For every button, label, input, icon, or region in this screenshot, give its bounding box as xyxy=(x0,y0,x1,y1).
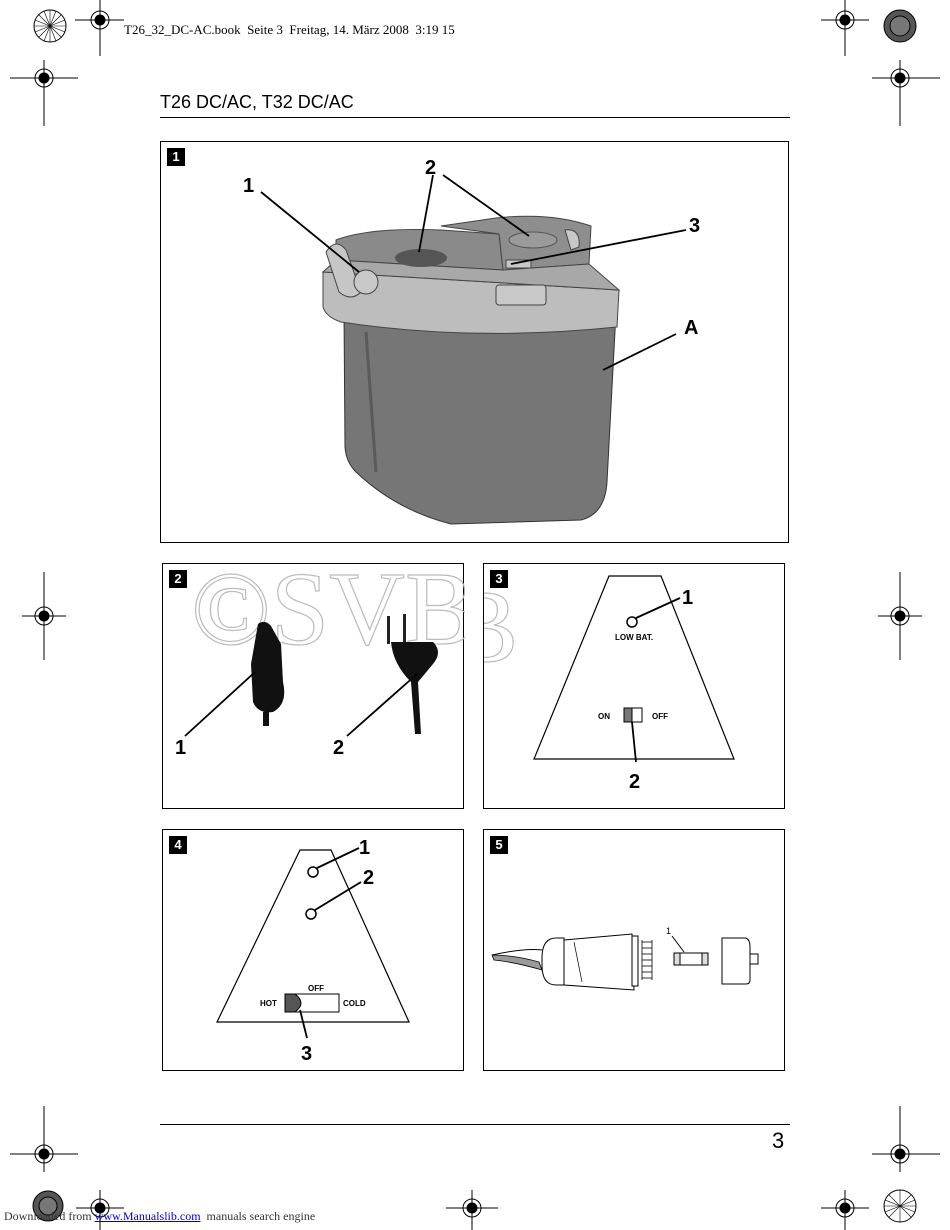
figure-4-panel: 4 OFF HOT COLD 1 2 3 xyxy=(162,829,464,1071)
callout-3: 3 xyxy=(301,1043,312,1065)
manualslib-link[interactable]: www.Manualslib.com xyxy=(94,1209,201,1223)
off-label: OFF xyxy=(652,712,668,721)
book-file-line: T26_32_DC-AC.book Seite 3 Freitag, 14. M… xyxy=(124,22,455,37)
figure-3-panel: 3 SVB LOW BAT. ON OFF 1 2 xyxy=(483,563,785,809)
figure-tag: 4 xyxy=(169,836,187,854)
control-panel-hot-cold-illustration: OFF HOT COLD 1 2 3 xyxy=(216,837,410,1065)
figure-2-panel: 2 ©SVB 1 2 xyxy=(162,563,465,809)
off-label: OFF xyxy=(308,984,324,993)
header-rule xyxy=(160,117,790,118)
figure-tag: 5 xyxy=(490,836,508,854)
figure-tag: 1 xyxy=(167,148,185,166)
callout-2: 2 xyxy=(363,867,374,889)
callout-2: 2 xyxy=(629,771,640,793)
control-panel-illustration: SVB LOW BAT. ON OFF 1 2 xyxy=(484,567,735,793)
callout-1: 1 xyxy=(682,587,693,609)
page-title: T26 DC/AC, T32 DC/AC xyxy=(160,92,354,112)
plugs-illustration: ©SVB 1 2 xyxy=(175,564,465,759)
callout-a: A xyxy=(684,317,698,339)
figure-5-panel: 5 1 xyxy=(483,829,785,1071)
cooler-box-illustration: 1 2 3 A xyxy=(243,157,700,525)
callout-1: 1 xyxy=(175,737,186,759)
download-footer: Downloaded from www.Manualslib.com manua… xyxy=(4,1209,315,1224)
callout-2: 2 xyxy=(333,737,344,759)
footer-prefix: Downloaded from xyxy=(4,1209,95,1223)
page-number: 3 xyxy=(772,1128,785,1153)
callout-3: 3 xyxy=(689,215,700,237)
callout-2: 2 xyxy=(425,157,436,179)
callout-1: 1 xyxy=(666,926,671,936)
footer-suffix: manuals search engine xyxy=(200,1209,316,1223)
callout-1: 1 xyxy=(243,175,254,197)
on-label: ON xyxy=(598,712,610,721)
cold-label: COLD xyxy=(343,999,366,1008)
figure-tag: 3 xyxy=(490,570,508,588)
figure-1-panel: 1 1 2 3 A xyxy=(160,141,789,543)
hot-label: HOT xyxy=(260,999,277,1008)
low-bat-label: LOW BAT. xyxy=(615,633,653,642)
callout-1: 1 xyxy=(359,837,370,859)
plug-fuse-illustration: 1 xyxy=(491,926,759,991)
footer-rule xyxy=(160,1124,790,1125)
figure-tag: 2 xyxy=(169,570,187,588)
watermark-continued: SVB xyxy=(484,568,518,685)
